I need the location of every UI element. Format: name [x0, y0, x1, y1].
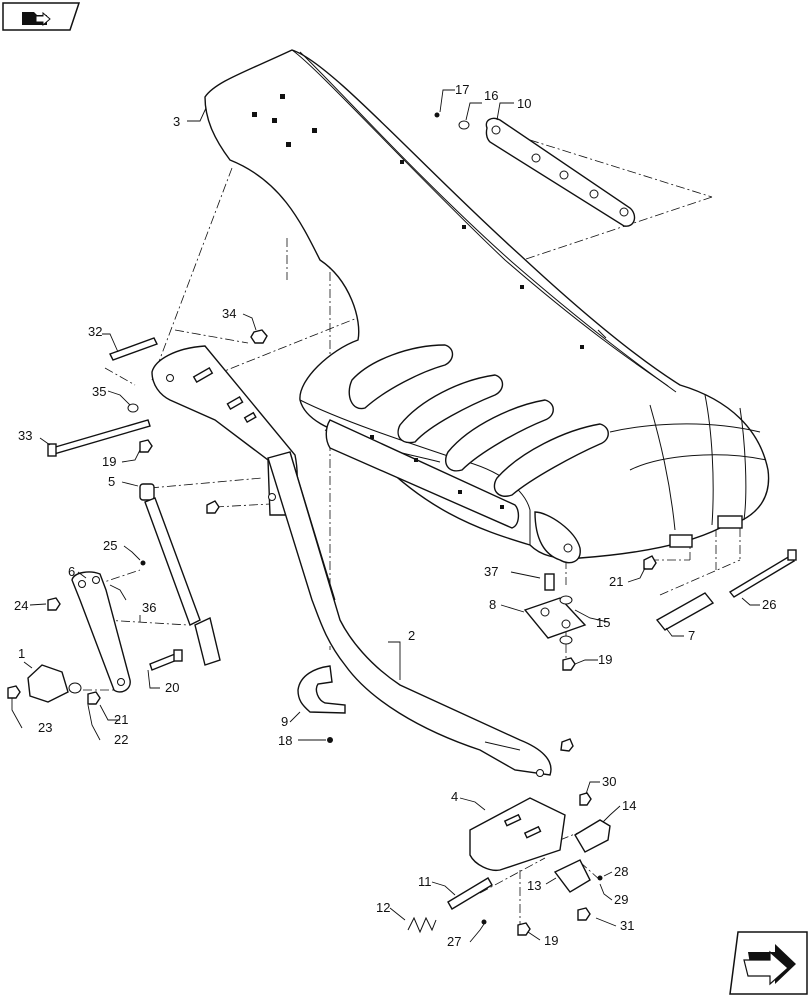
- callout-15: 15: [596, 615, 610, 630]
- callout-12: 12: [376, 900, 390, 915]
- callout-26: 26: [762, 597, 776, 612]
- gas-strut: [139, 483, 221, 666]
- callout-19-bottom: 19: [544, 933, 558, 948]
- callout-29: 29: [614, 892, 628, 907]
- callout-33: 33: [18, 428, 32, 443]
- callout-21-left: 21: [114, 712, 128, 727]
- callout-21-right-visible: 21: [609, 574, 623, 589]
- callout-7: 7: [688, 628, 695, 643]
- callout-9: 9: [281, 714, 288, 729]
- callout-1: 1: [18, 646, 25, 661]
- callout-23-visible: 23: [38, 720, 52, 735]
- callout-28: 28: [614, 864, 628, 879]
- callout-30-visible: 30: [602, 774, 616, 789]
- bracket-14: [574, 819, 611, 853]
- callout-14: 14: [622, 798, 636, 813]
- bolt-26: [728, 549, 797, 598]
- callout-27: 27: [447, 934, 461, 949]
- callout-19-mid-visible: 19: [598, 652, 612, 667]
- callout-2: 2: [408, 628, 415, 643]
- callout-25: 25: [103, 538, 117, 553]
- callout-11: 11: [418, 874, 432, 889]
- bracket-9: [297, 665, 346, 714]
- nut-21-right: [643, 555, 657, 570]
- washer-15: [559, 595, 573, 645]
- nut-24: [47, 597, 61, 611]
- callout-leaders: [11, 89, 760, 943]
- callout-19-upper: 19: [102, 454, 116, 469]
- callout-18: 18: [278, 733, 292, 748]
- mounting-strip: [485, 117, 636, 227]
- sleeve-7: [655, 592, 715, 631]
- callout-22: 22: [114, 732, 128, 747]
- callout-35: 35: [92, 384, 106, 399]
- callout-32: 32: [88, 324, 102, 339]
- plate-8: [523, 597, 587, 639]
- callout-31-visible: 31: [620, 918, 634, 933]
- callout-13: 13: [527, 878, 541, 893]
- pin-32: [109, 337, 158, 361]
- callout-36: 36: [142, 600, 156, 615]
- nut-23: [7, 685, 21, 699]
- callout-8: 8: [489, 597, 496, 612]
- nut-21-left: [87, 691, 101, 705]
- support-arm: [267, 451, 552, 777]
- callout-3: 3: [173, 114, 180, 129]
- bolt-20: [149, 649, 183, 671]
- screw-bracket: [206, 500, 220, 514]
- seat-fender-body: [204, 49, 770, 564]
- screw-arm: [560, 738, 574, 752]
- callout-16: 16: [484, 88, 498, 103]
- latch-13: [553, 859, 591, 893]
- nut-31: [577, 907, 591, 921]
- callout-37: 37: [484, 564, 498, 579]
- callout-20: 20: [165, 680, 179, 695]
- seat-bracket: [151, 345, 298, 516]
- nut-19-bottom: [517, 922, 531, 936]
- callout-24: 24: [14, 598, 28, 613]
- alignment-reference-lines: [76, 139, 741, 925]
- callout-numbers: 3 17 16 10 32 34 35 33 19 5 25 6 24 36 2…: [14, 82, 776, 949]
- folder-arrow-icon[interactable]: [2, 2, 81, 31]
- pin-28: [597, 875, 603, 881]
- bracket-4: [469, 797, 566, 872]
- next-page-arrow-icon[interactable]: [729, 931, 808, 995]
- pin-27: [481, 919, 487, 925]
- callout-6: 6: [68, 564, 75, 579]
- lever-link: [71, 571, 131, 693]
- callout-5: 5: [108, 474, 115, 489]
- screw-18: [327, 737, 333, 743]
- screw-30: [579, 792, 592, 806]
- screw-17: [434, 112, 440, 118]
- nut-19-mid: [562, 657, 576, 671]
- bolt-33: [47, 419, 151, 457]
- washer-16: [458, 120, 470, 130]
- screw-25: [140, 560, 146, 566]
- callout-4: 4: [451, 789, 458, 804]
- callout-17: 17: [455, 82, 469, 97]
- washer-35: [127, 403, 139, 413]
- callout-10: 10: [517, 96, 531, 111]
- callout-34: 34: [222, 306, 236, 321]
- nut-19-left: [139, 439, 153, 453]
- bracket-1: [27, 664, 82, 703]
- stud-37: [544, 573, 555, 591]
- nut-34: [250, 329, 268, 344]
- spring-12: [407, 916, 437, 934]
- rod-11: [447, 877, 493, 910]
